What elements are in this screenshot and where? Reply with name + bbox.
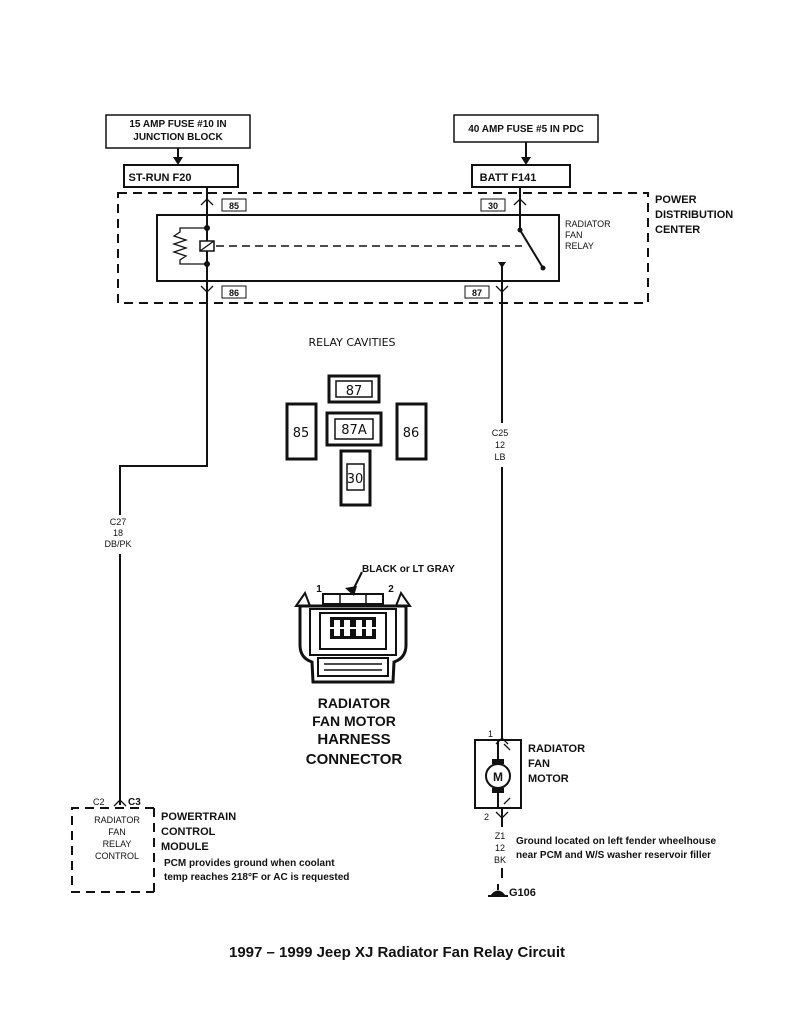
pdc-label-line2: DISTRIBUTION	[655, 209, 733, 221]
pcm-inner-line2: FAN	[108, 827, 126, 837]
cavity-87: 87	[346, 384, 363, 399]
fuse-junction-block: 15 AMP FUSE #10 IN JUNCTION BLOCK	[105, 114, 251, 149]
wire-right-gauge: 12	[495, 440, 505, 450]
relay-cavities-title: RELAY CAVITIES	[308, 336, 395, 349]
wire-right-circuit: C25	[492, 428, 509, 438]
pin-87-label: 87	[472, 288, 482, 298]
pin-30-label: 30	[488, 201, 498, 211]
arrow-down-icon	[173, 157, 183, 165]
pdc-outline	[117, 192, 649, 304]
motor-pin2: 2	[484, 812, 489, 822]
cavity-85: 85	[293, 426, 310, 441]
ground-id: G106	[509, 887, 536, 899]
connector-title-line4: CONNECTOR	[306, 751, 403, 768]
pin-86-label: 86	[229, 288, 239, 298]
pcm-note-line2: temp reaches 218°F or AC is requested	[164, 872, 349, 883]
motor-icon	[485, 763, 511, 789]
motor-label-line3: MOTOR	[528, 773, 569, 785]
wire-left-circuit: C27	[110, 517, 127, 527]
pcm-inner-line3: RELAY	[103, 839, 132, 849]
connector-title-line3: HARNESS	[317, 731, 390, 748]
harness-connector-icon	[294, 590, 412, 684]
wire-left-gauge: 18	[113, 528, 123, 538]
wire-left-color: DB/PK	[104, 539, 131, 549]
relay-cavities-diagram: 87 85 87A 86 30	[285, 374, 428, 507]
pcm-inner-line4: CONTROL	[95, 851, 139, 861]
wire-c27	[119, 292, 208, 515]
pcm-pin-c2: C2	[93, 797, 105, 807]
connector-title-line2: FAN MOTOR	[312, 713, 396, 729]
wire-right-color: LB	[494, 452, 505, 462]
fuse-tag-batt: BATT F141	[480, 172, 537, 184]
pcm-note-line1: PCM provides ground when coolant	[164, 858, 335, 869]
pcm-label-line1: POWERTRAIN	[161, 811, 236, 823]
ground-note-line2: near PCM and W/S washer reservoir filler	[516, 850, 711, 861]
relay-label-line1: RADIATOR	[565, 219, 611, 229]
fuse-left-line1: 15 AMP FUSE #10 IN	[129, 119, 226, 130]
connector-pin1: 1	[316, 584, 322, 595]
relay-coil-icon	[171, 215, 215, 281]
motor-label-line1: RADIATOR	[528, 743, 585, 755]
fuse-right-text: 40 AMP FUSE #5 IN PDC	[468, 124, 584, 135]
ground-circuit: Z1	[495, 831, 506, 841]
connector-color-note: BLACK or LT GRAY	[362, 564, 455, 575]
arrow-icon	[345, 586, 357, 596]
ground-color: BK	[494, 855, 506, 865]
fuse-left-line2: JUNCTION BLOCK	[133, 132, 223, 143]
diagram-caption: 1997 – 1999 Jeep XJ Radiator Fan Relay C…	[229, 944, 565, 961]
motor-symbol: M	[493, 770, 503, 784]
motor-label-line2: FAN	[528, 758, 550, 770]
relay-label-line3: RELAY	[565, 241, 594, 251]
pdc-label-line3: CENTER	[655, 224, 700, 236]
ground-gauge: 12	[495, 843, 505, 853]
pdc-label-line1: POWER	[655, 194, 697, 206]
relay-box	[156, 214, 560, 282]
relay-switch-icon	[498, 215, 546, 281]
pcm-pin-c3: C3	[128, 797, 141, 808]
connector-pin2: 2	[388, 584, 394, 595]
cavity-87a: 87A	[341, 423, 367, 438]
pcm-outline	[71, 807, 154, 893]
pcm-inner-line1: RADIATOR	[94, 815, 140, 825]
fuse-tag-st-run: ST-RUN F20	[129, 172, 192, 184]
pcm-label-line2: CONTROL	[161, 826, 216, 838]
arrow-down-icon	[521, 157, 531, 165]
connector-title-line1: RADIATOR	[318, 695, 391, 711]
relay-label-line2: FAN	[565, 230, 583, 240]
pin-85-label: 85	[229, 201, 239, 211]
fuse-pdc: 40 AMP FUSE #5 IN PDC	[453, 114, 599, 143]
cavity-86: 86	[403, 426, 420, 441]
ground-icon	[488, 884, 508, 897]
cavity-30: 30	[347, 472, 364, 487]
motor-pin1: 1	[488, 729, 493, 739]
ground-note-line1: Ground located on left fender wheelhouse	[516, 836, 716, 847]
pcm-label-line3: MODULE	[161, 841, 209, 853]
